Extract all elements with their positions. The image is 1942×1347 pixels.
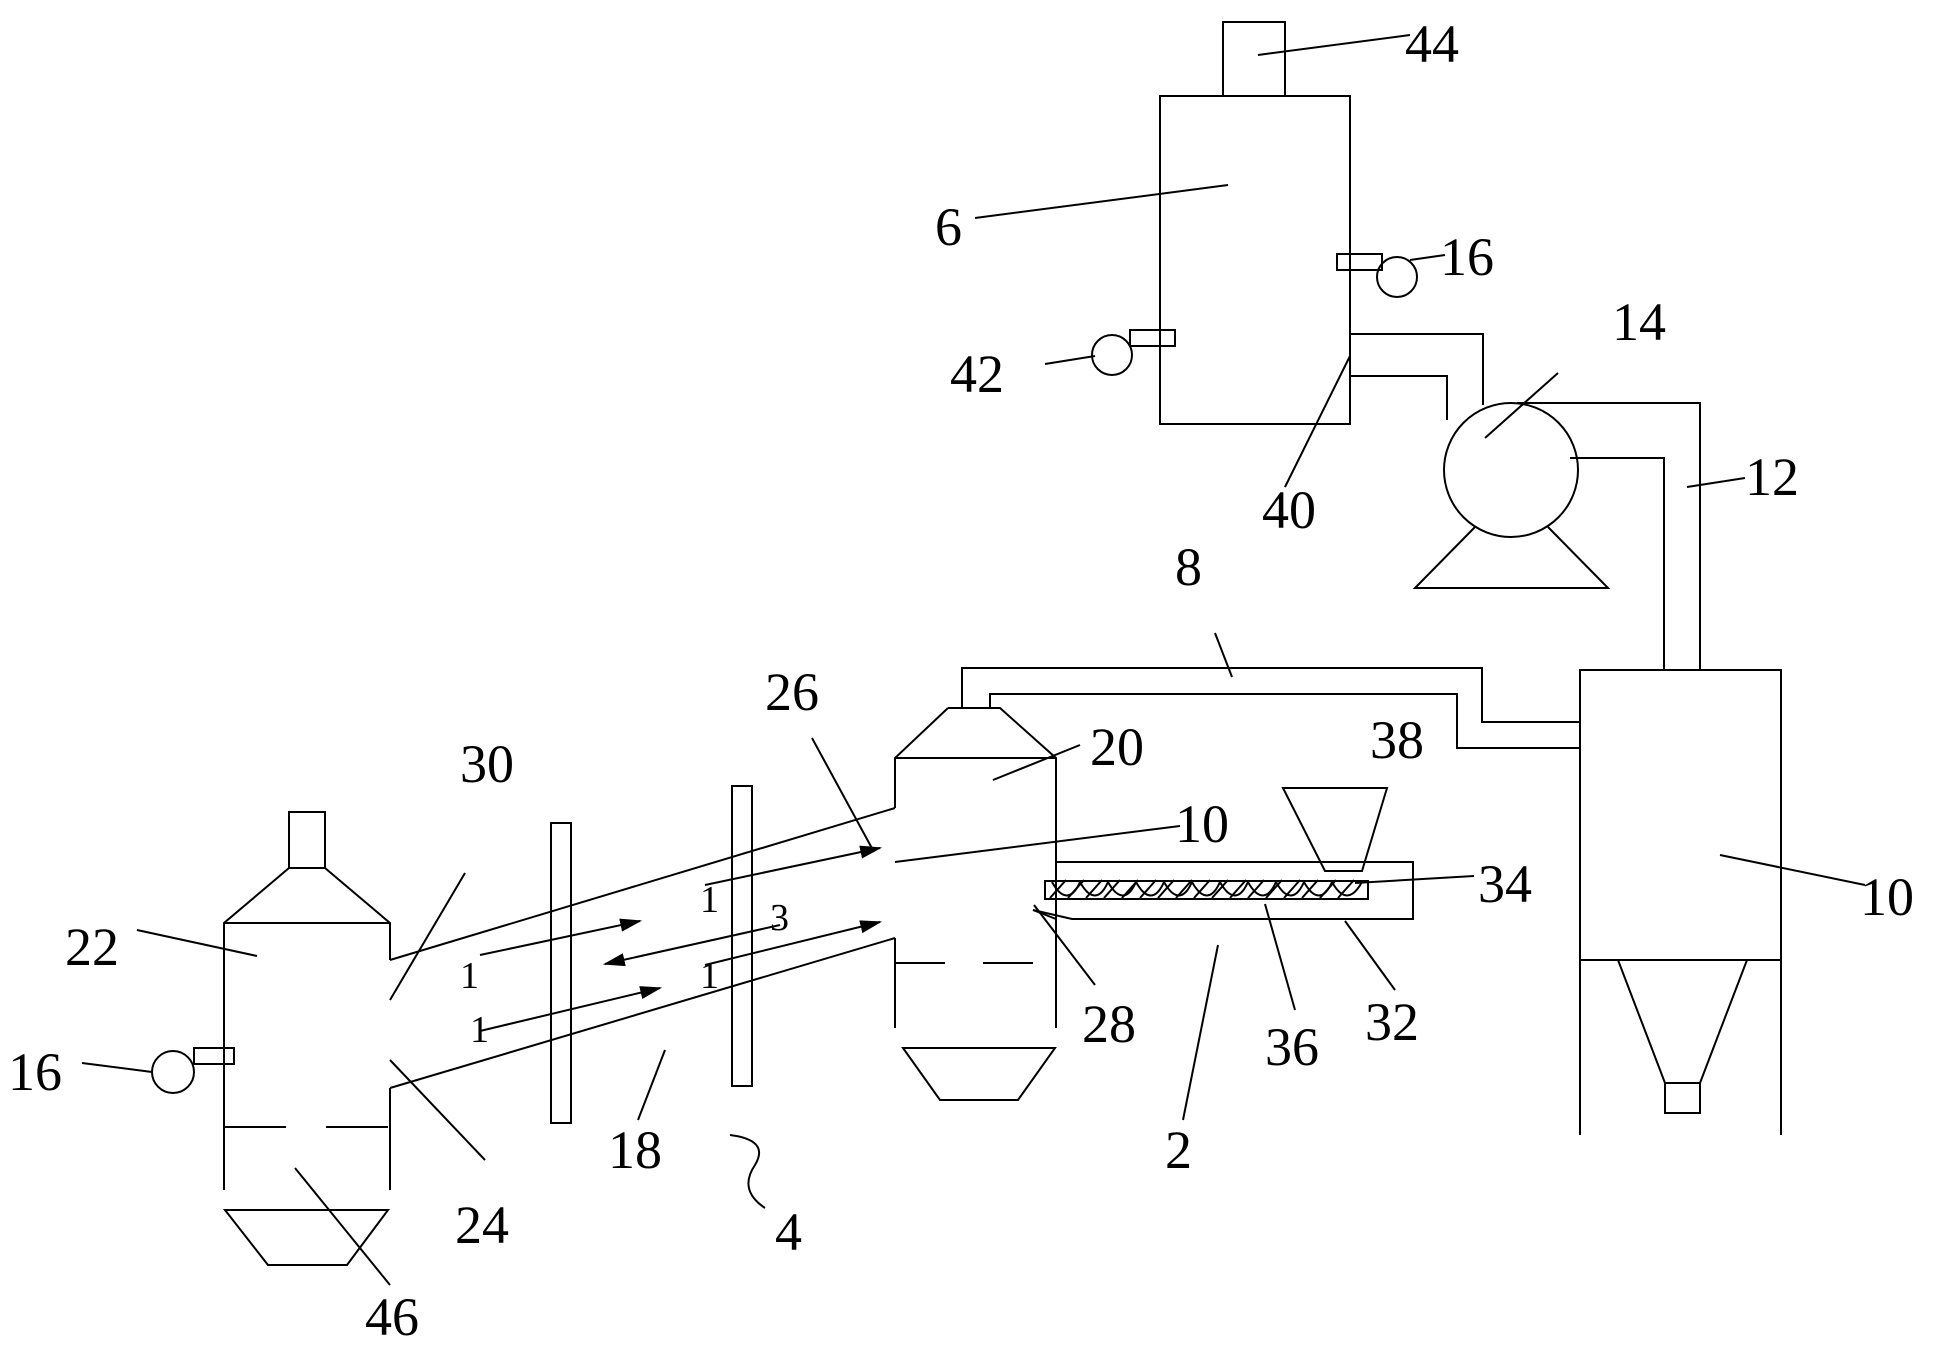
label-28: 28: [1082, 994, 1136, 1054]
hopper: [1281, 787, 1389, 872]
reference-labels: 44 6 16 42 40 14 12 8 10 38 34 20 10 26 …: [8, 14, 1914, 1347]
label-14: 14: [1612, 292, 1666, 352]
left-tower-hopper: [222, 1209, 390, 1266]
arrow-labels: 1 1 1 1 3: [460, 879, 789, 1051]
label-30: 30: [460, 734, 514, 794]
label-46: 46: [365, 1287, 419, 1347]
label-34: 34: [1478, 854, 1532, 914]
flow-arrows: [479, 845, 883, 1032]
arrow-label-3: 3: [770, 897, 789, 939]
flange-left: [550, 822, 572, 1124]
label-42: 42: [950, 344, 1004, 404]
label-8: 8: [1175, 537, 1202, 597]
screw-feeder: [1032, 787, 1414, 920]
label-36: 36: [1265, 1017, 1319, 1077]
filter-body: [1579, 669, 1782, 961]
label-44: 44: [1405, 14, 1459, 74]
label-4: 4: [775, 1202, 802, 1262]
label-16-tower: 16: [1440, 227, 1494, 287]
label-10-filter: 10: [1860, 867, 1914, 927]
induced-fan: [1412, 402, 1611, 589]
reaction-duct: [389, 785, 896, 1124]
left-tower: [151, 811, 391, 1266]
cyclone-separator: [894, 707, 1057, 1101]
arrow-1d: [704, 920, 883, 966]
tower-blower: [1336, 253, 1418, 298]
label-26: 26: [765, 662, 819, 722]
absorption-tower: [1091, 21, 1418, 425]
label-6: 6: [935, 197, 962, 257]
arrow-1c: [704, 845, 883, 886]
label-18: 18: [608, 1120, 662, 1180]
label-22: 22: [65, 917, 119, 977]
bag-filter: [1579, 669, 1782, 1135]
label-2: 2: [1165, 1120, 1192, 1180]
left-tower-outlet: [288, 811, 326, 869]
pipe-40-lower: [1350, 375, 1448, 420]
label-32: 32: [1365, 992, 1419, 1052]
pipe-8-inner: [989, 693, 1580, 749]
pipe-12-inner: [1570, 457, 1665, 670]
arrow-label-1c: 1: [700, 879, 719, 921]
pipe-8-outer: [961, 667, 1580, 723]
left-tower-blower: [151, 1047, 235, 1094]
arrow-label-1a: 1: [460, 955, 479, 997]
arrow-3: [602, 924, 781, 967]
label-20: 20: [1090, 717, 1144, 777]
pipe-40-upper: [1350, 333, 1484, 405]
label-12: 12: [1745, 447, 1799, 507]
leader-lines: [81, 34, 1866, 1286]
label-16-left: 16: [8, 1042, 62, 1102]
arrow-1b: [479, 986, 663, 1032]
tower-blower-left: [1091, 329, 1176, 376]
arrow-label-1b: 1: [470, 1009, 489, 1051]
label-40: 40: [1262, 480, 1316, 540]
label-38: 38: [1370, 710, 1424, 770]
arrow-1a: [479, 918, 643, 956]
screw-shaft: [1044, 879, 1369, 900]
label-24: 24: [455, 1195, 509, 1255]
label-10-duct: 10: [1175, 794, 1229, 854]
tower-body: [1159, 95, 1351, 425]
tower-outlet: [1222, 21, 1286, 97]
arrow-label-1d: 1: [700, 955, 719, 997]
pipe-12-outer: [1517, 402, 1701, 670]
